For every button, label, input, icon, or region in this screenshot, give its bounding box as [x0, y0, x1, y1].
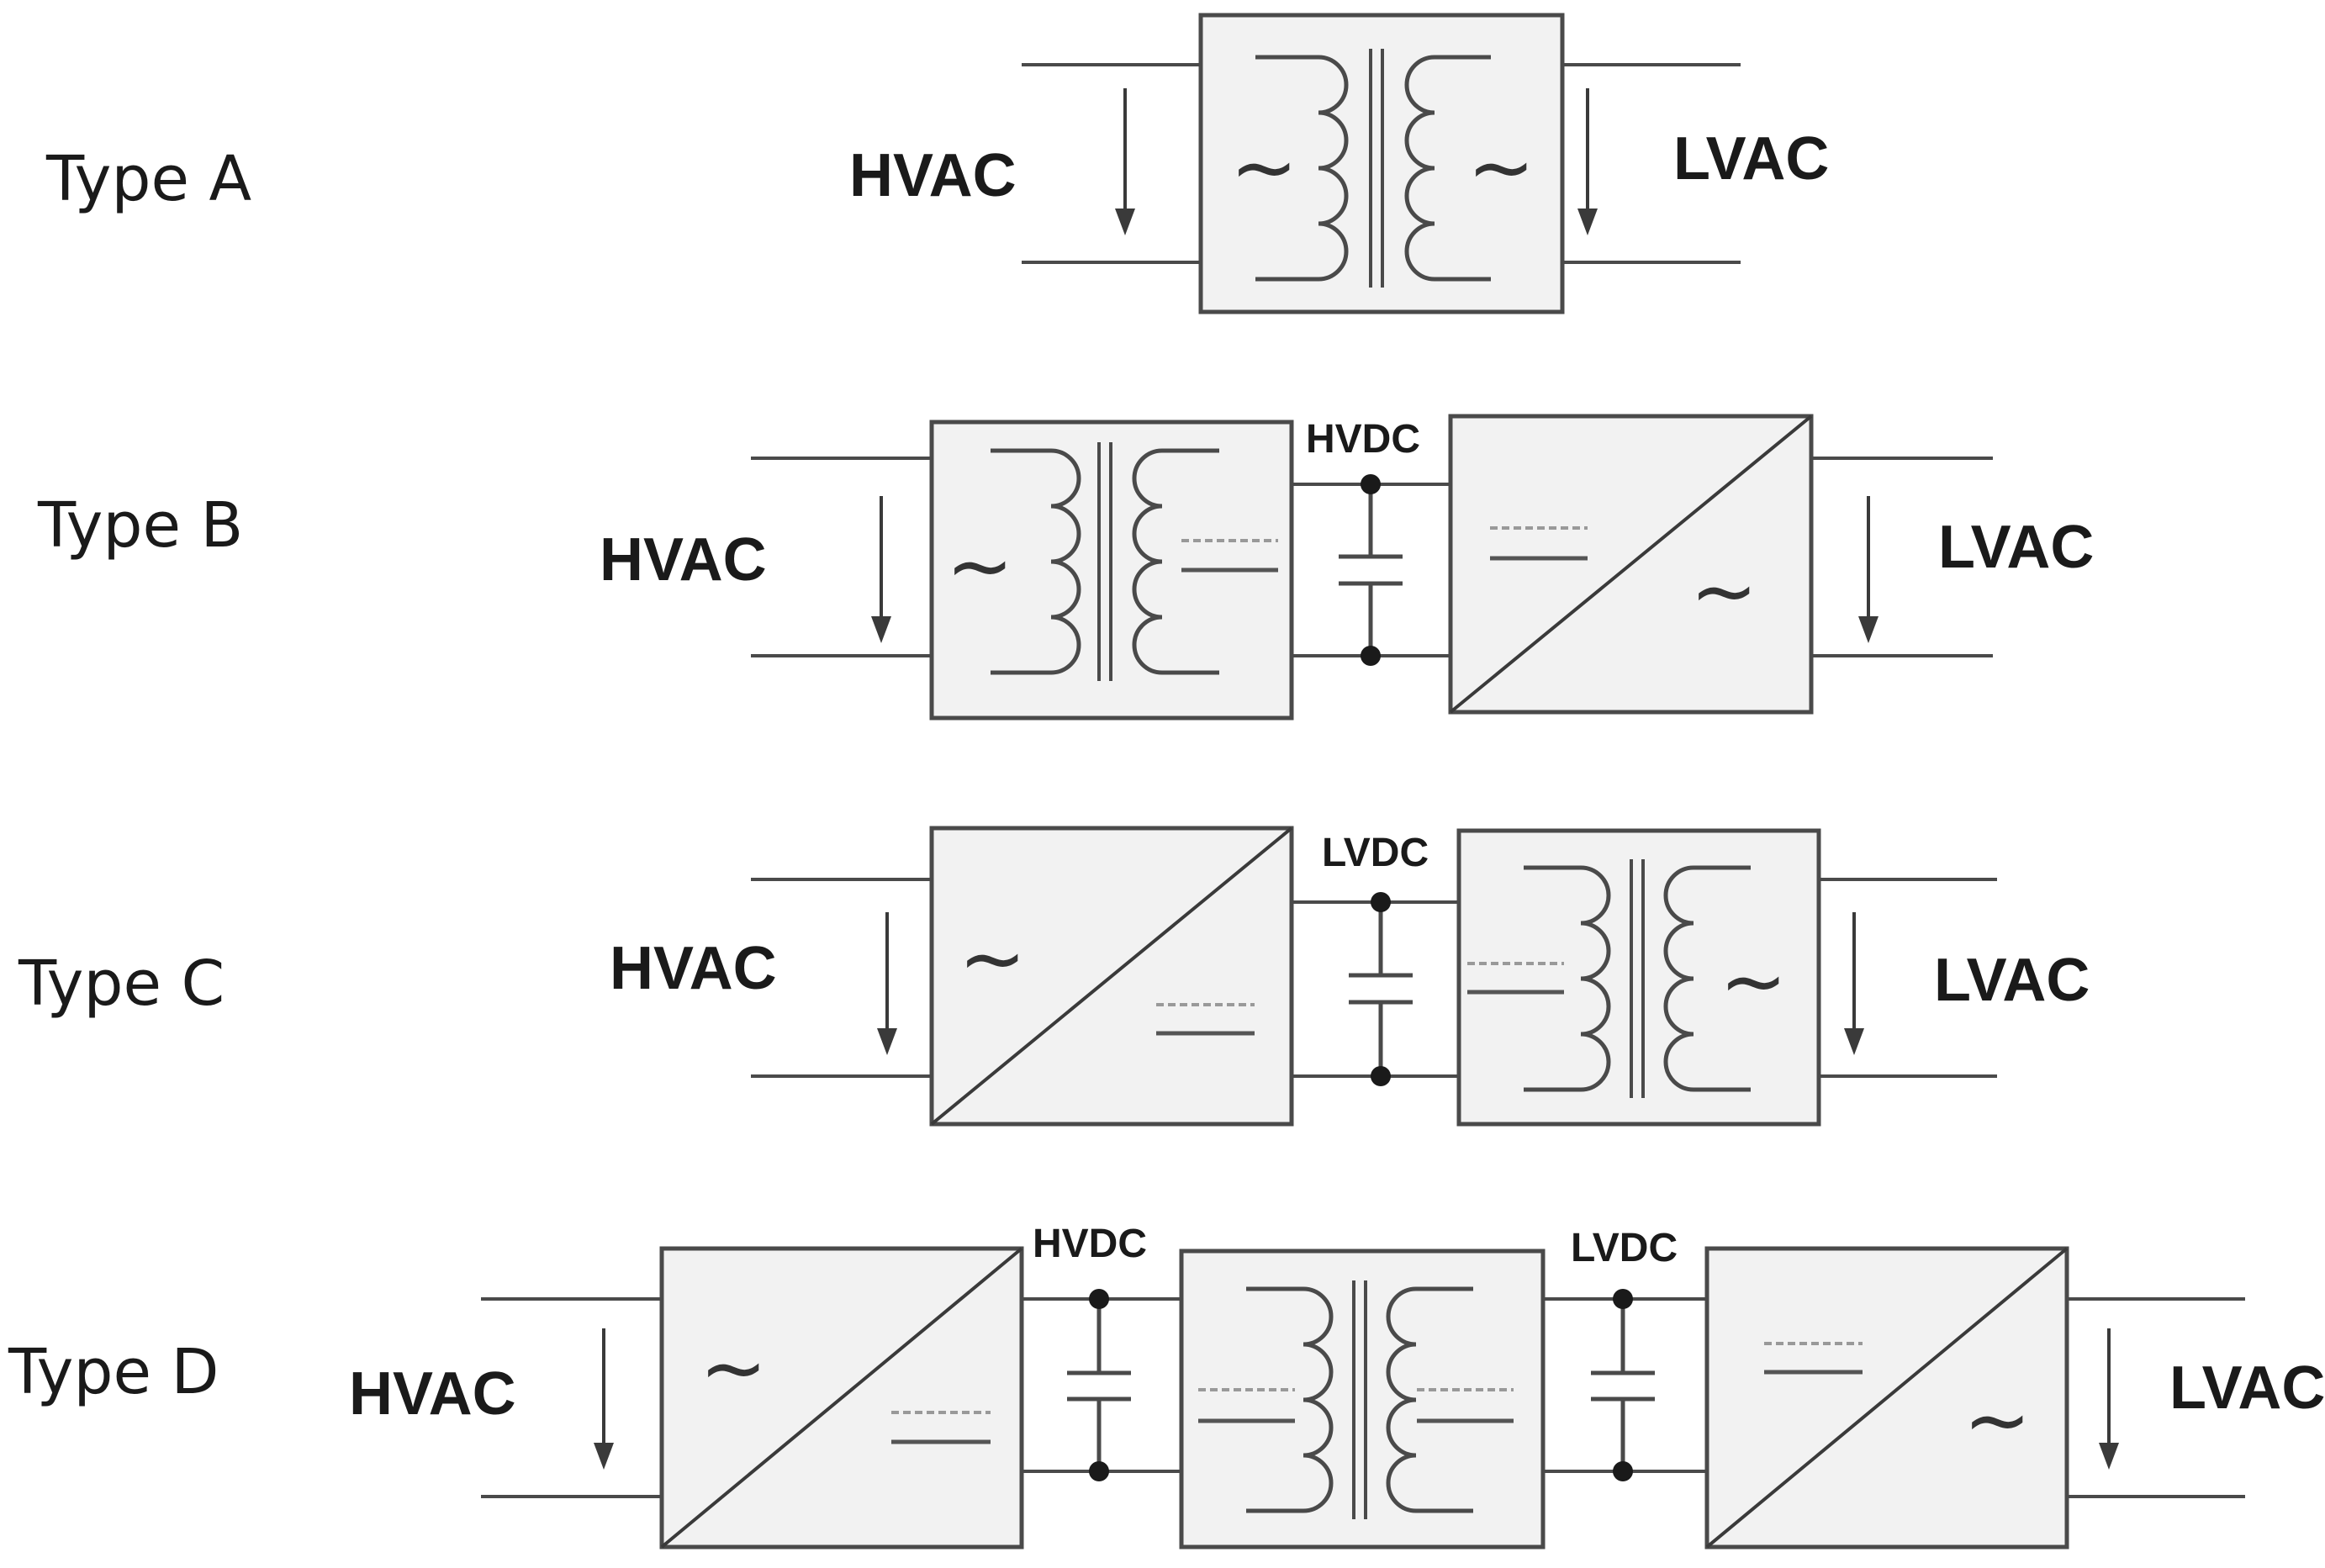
dc-link-capacitor	[1591, 1289, 1655, 1481]
output-voltage-label: LVAC	[1938, 514, 2094, 581]
junction-dot	[1361, 474, 1381, 494]
ac-dc-converter-block: ~	[659, 1246, 1024, 1550]
output-voltage-label: LVAC	[2169, 1354, 2325, 1422]
junction-dot	[1613, 1289, 1633, 1309]
dc-bus-label: LVDC	[1571, 1226, 1678, 1270]
ac-symbol: ~	[959, 911, 1026, 1006]
input-voltage-arrow	[871, 496, 891, 643]
dc-symbol	[1467, 962, 1564, 995]
junction-dot	[1089, 1289, 1109, 1309]
dc-bus-label: LVDC	[1322, 831, 1429, 875]
output-voltage-arrow	[1858, 496, 1878, 643]
dc-symbol	[1417, 1388, 1514, 1423]
converter-diagonal	[1449, 414, 1813, 714]
input-voltage-arrow	[877, 912, 897, 1055]
dc-symbol	[1156, 1003, 1255, 1036]
input-voltage-label: HVAC	[849, 142, 1017, 209]
ac-symbol: ~	[1690, 544, 1757, 638]
dc-bus-label: HVDC	[1033, 1222, 1147, 1266]
dc-symbol	[1198, 1388, 1295, 1423]
junction-dot	[1371, 892, 1391, 912]
junction-dot	[1089, 1461, 1109, 1481]
type-label: Type A	[45, 143, 251, 215]
dc-ac-transformer-block: ~	[1456, 828, 1821, 1127]
output-voltage-arrow	[1844, 912, 1864, 1055]
input-voltage-label: HVAC	[610, 935, 777, 1002]
ac-ac-transformer-block: ~ ~	[1198, 13, 1565, 314]
junction-dot	[1361, 646, 1381, 666]
output-voltage-label: LVAC	[1673, 125, 1829, 193]
ac-symbol: ~	[1963, 1373, 2031, 1467]
output-voltage-arrow	[1577, 88, 1598, 235]
converter-diagonal	[660, 1247, 1023, 1549]
dc-link-capacitor	[1339, 474, 1403, 666]
input-voltage-label: HVAC	[600, 526, 767, 594]
junction-dot	[1371, 1066, 1391, 1086]
row-type-a: Type A HVAC LVAC ~ ~	[45, 13, 1829, 314]
ac-symbol: ~	[1720, 934, 1787, 1028]
ac-symbol: ~	[700, 1321, 767, 1415]
transformer-icon	[1255, 49, 1491, 288]
converter-diagonal	[930, 826, 1293, 1126]
transformer-icon	[1524, 859, 1751, 1098]
dc-link-capacitor	[1349, 892, 1413, 1086]
dc-bus-label: HVDC	[1306, 417, 1420, 462]
ac-dc-converter-block: ~	[929, 826, 1294, 1127]
dc-symbol	[1764, 1342, 1863, 1375]
dc-ac-converter-block: ~	[1448, 414, 1814, 715]
ac-dc-transformer-block: ~	[929, 420, 1294, 721]
input-voltage-arrow	[594, 1328, 614, 1470]
converter-box	[1456, 828, 1821, 1127]
converter-box	[1179, 1249, 1546, 1550]
output-voltage-arrow	[2099, 1328, 2119, 1470]
dc-link-capacitor	[1067, 1289, 1131, 1481]
junction-dot	[1613, 1461, 1633, 1481]
ac-symbol: ~	[1467, 120, 1535, 214]
dc-dc-transformer-block	[1179, 1249, 1546, 1550]
type-label: Type D	[8, 1336, 219, 1408]
row-type-b: Type B HVAC LVAC ~	[37, 414, 2094, 721]
row-type-d: Type D HVAC LVAC ~	[8, 1222, 2325, 1550]
transformer-icon	[991, 442, 1219, 681]
input-voltage-arrow	[1115, 88, 1135, 235]
row-type-c: Type C HVAC LVAC ~	[18, 826, 2090, 1127]
dc-symbol	[1181, 539, 1278, 573]
dc-ac-converter-block: ~	[1704, 1246, 2069, 1550]
dc-symbol	[1490, 526, 1588, 561]
input-voltage-label: HVAC	[349, 1360, 516, 1428]
ac-symbol: ~	[1230, 120, 1297, 214]
transformer-icon	[1246, 1280, 1473, 1519]
type-label: Type B	[37, 489, 243, 562]
type-label: Type C	[18, 948, 225, 1020]
ac-symbol: ~	[946, 519, 1013, 613]
converter-diagonal	[1705, 1247, 2069, 1549]
dc-symbol	[891, 1411, 991, 1444]
output-voltage-label: LVAC	[1934, 947, 2090, 1014]
